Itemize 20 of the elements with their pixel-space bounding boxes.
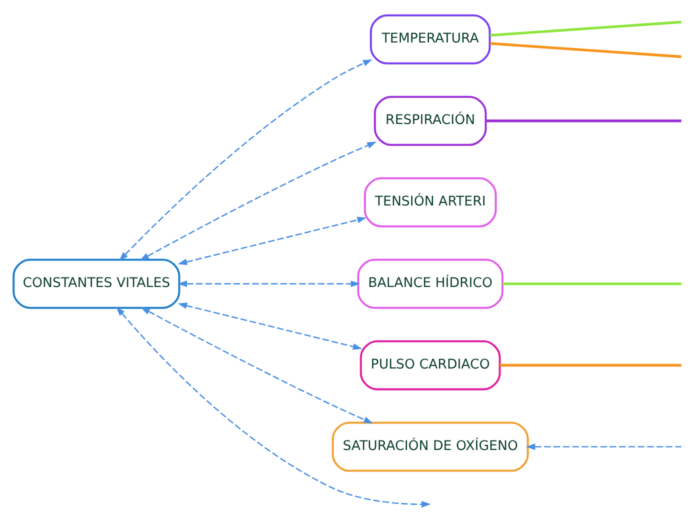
arrow [119, 59, 372, 261]
connector [502, 282, 682, 286]
node-box: TEMPERATURA [370, 14, 491, 64]
arrow [178, 216, 367, 266]
arrow [178, 280, 360, 288]
node-box: PULSO CARDIACO [360, 340, 501, 390]
node-box: RESPIRACIÓN [374, 96, 487, 146]
connector [490, 42, 682, 58]
arrow [116, 306, 431, 508]
arrow [140, 142, 377, 261]
connector [486, 120, 682, 122]
arrow [140, 307, 374, 424]
connector [500, 364, 682, 367]
arrow [178, 302, 362, 350]
connector [490, 20, 682, 37]
node-box: BALANCE HÍDRICO [357, 258, 504, 309]
node-box: SATURACIÓN DE OXÍGENO [332, 422, 529, 472]
node-box: CONSTANTES VITALES [12, 258, 180, 309]
node-box: TENSIÓN ARTERI [364, 177, 497, 228]
arrow [526, 443, 682, 450]
